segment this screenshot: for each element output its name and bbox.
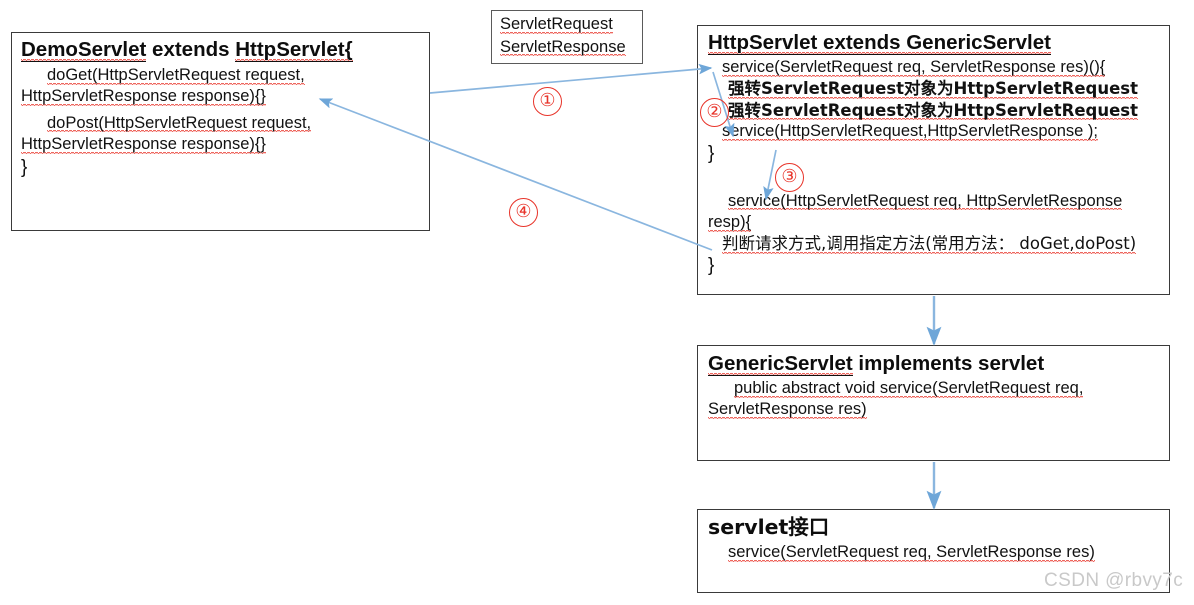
http-servlet-heading-class: HttpServlet extends xyxy=(708,31,907,55)
demo-servlet-heading: DemoServlet extends HttpServlet{ xyxy=(21,37,421,62)
http-servlet-line-4-text: service(HttpServletRequest,HttpServletRe… xyxy=(722,122,1098,142)
servlet-interface-line-1-text: service(ServletRequest req, ServletRespo… xyxy=(728,543,1095,562)
box-servlet-interface-content: servlet接口 service(ServletRequest req, Se… xyxy=(698,510,1169,567)
http-servlet-line-4: service(HttpServletRequest,HttpServletRe… xyxy=(708,121,1163,142)
arrow-1-demo-to-httpservlet xyxy=(429,63,713,94)
generic-servlet-line-2-text: ServletResponse res) xyxy=(708,400,867,420)
http-servlet-line-5: } xyxy=(708,142,715,164)
http-servlet-line-8-text: 判断请求方式,调用指定方法(常用方法： doGet,doPost) xyxy=(722,234,1137,255)
generic-servlet-heading-keyword: implements servlet xyxy=(852,352,1045,375)
demo-servlet-line-4: HttpServletResponse response){} xyxy=(21,134,421,155)
servlet-types-line-1: ServletRequest xyxy=(500,13,636,36)
demo-servlet-line-3: doPost(HttpServletRequest request, xyxy=(21,113,421,134)
servlet-types-line-2: ServletResponse xyxy=(500,36,636,59)
box-servlet-types: ServletRequest ServletResponse xyxy=(491,10,643,64)
csdn-watermark: CSDN @rbvy7c xyxy=(1044,570,1184,591)
generic-servlet-line-1-text: public abstract void service(ServletRequ… xyxy=(734,379,1084,398)
marker-step-4: ④ xyxy=(509,198,538,227)
demo-servlet-line-2-text: HttpServletResponse response){} xyxy=(21,87,266,107)
http-servlet-line-6: service(HttpServletRequest req, HttpServ… xyxy=(708,191,1163,212)
servlet-interface-line-1: service(ServletRequest req, ServletRespo… xyxy=(708,542,1163,563)
http-servlet-line-1: service(ServletRequest req, ServletRespo… xyxy=(708,57,1163,78)
http-servlet-line-1-text: service(ServletRequest req, ServletRespo… xyxy=(722,58,1106,77)
box-demo-servlet: DemoServlet extends HttpServlet{ doGet(H… xyxy=(11,32,430,231)
http-servlet-line-8: 判断请求方式,调用指定方法(常用方法： doGet,doPost) xyxy=(708,233,1163,255)
demo-servlet-line-1-text: doGet(HttpServletRequest request, xyxy=(47,66,305,85)
http-servlet-line-9: } xyxy=(708,254,715,276)
demo-servlet-heading-class: DemoServlet xyxy=(21,38,147,62)
servlet-interface-heading: servlet接口 xyxy=(708,515,830,539)
demo-servlet-line-2: HttpServletResponse response){} xyxy=(21,86,421,107)
marker-step-3: ③ xyxy=(775,163,804,192)
marker-step-2: ② xyxy=(700,98,729,127)
box-generic-servlet: GenericServlet implements servlet public… xyxy=(697,345,1170,461)
http-servlet-heading-super: GenericServlet xyxy=(906,31,1051,55)
http-servlet-line-3: 强转ServletRequest对象为HttpServletRequest xyxy=(708,100,1163,121)
box-servlet-types-content: ServletRequest ServletResponse xyxy=(492,11,642,61)
servlet-types-line-1-text: ServletRequest xyxy=(500,15,613,34)
http-servlet-line-2-text: 强转ServletRequest对象为HttpServletRequest xyxy=(728,79,1139,100)
http-servlet-line-7: resp){ xyxy=(708,212,1163,233)
http-servlet-line-2: 强转ServletRequest对象为HttpServletRequest xyxy=(708,78,1163,100)
http-servlet-line-3-text: 强转ServletRequest对象为HttpServletRequest xyxy=(728,100,1139,121)
box-http-servlet-content: HttpServlet extends GenericServlet servi… xyxy=(698,26,1169,281)
demo-servlet-heading-super: HttpServlet{ xyxy=(235,38,353,62)
marker-step-1: ① xyxy=(533,87,562,116)
demo-servlet-heading-keyword: extends xyxy=(146,38,236,61)
demo-servlet-line-5: } xyxy=(21,156,28,178)
generic-servlet-heading: GenericServlet implements servlet xyxy=(708,351,1163,376)
http-servlet-heading: HttpServlet extends GenericServlet xyxy=(708,30,1163,55)
generic-servlet-line-2: ServletResponse res) xyxy=(708,399,1163,420)
generic-servlet-heading-class: GenericServlet xyxy=(708,352,853,376)
box-generic-servlet-content: GenericServlet implements servlet public… xyxy=(698,346,1169,425)
demo-servlet-line-4-text: HttpServletResponse response){} xyxy=(21,135,266,155)
demo-servlet-line-3-text: doPost(HttpServletRequest request, xyxy=(47,113,312,133)
http-servlet-line-6-text: service(HttpServletRequest req, HttpServ… xyxy=(728,191,1123,211)
servlet-types-line-2-text: ServletResponse xyxy=(500,37,626,57)
box-demo-servlet-content: DemoServlet extends HttpServlet{ doGet(H… xyxy=(12,33,429,184)
box-http-servlet: HttpServlet extends GenericServlet servi… xyxy=(697,25,1170,295)
http-servlet-line-7-text: resp){ xyxy=(708,213,752,233)
generic-servlet-line-1: public abstract void service(ServletRequ… xyxy=(708,378,1163,399)
box-servlet-interface: servlet接口 service(ServletRequest req, Se… xyxy=(697,509,1170,593)
demo-servlet-line-1: doGet(HttpServletRequest request, xyxy=(21,65,421,86)
